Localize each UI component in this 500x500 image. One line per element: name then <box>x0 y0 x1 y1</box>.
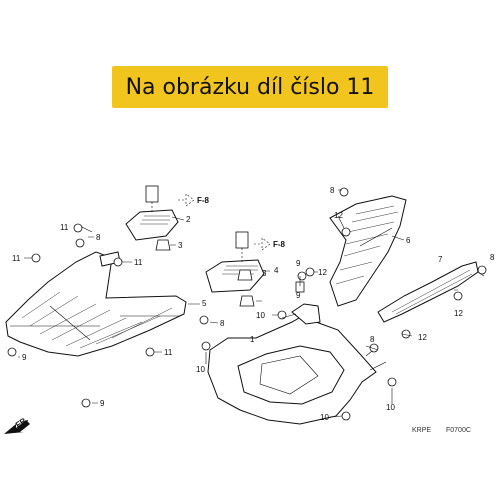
front-arrow: FR. <box>4 415 30 434</box>
callout-12-top: 12 <box>334 211 343 220</box>
callout-10-left: 10 <box>196 365 205 374</box>
callout-3-upper: 3 <box>178 241 183 250</box>
callout-8-right: 8 <box>490 253 495 262</box>
callout-11-bottom: 11 <box>164 348 173 357</box>
callout-5: 5 <box>202 299 207 308</box>
callout-8-center: 8 <box>220 319 225 328</box>
bracket-part-4 <box>205 231 265 293</box>
callout-2: 2 <box>186 215 191 224</box>
callout-10-bottom: 10 <box>320 413 329 422</box>
under-cover-part-1 <box>207 303 387 425</box>
side-strip-part-7 <box>377 261 479 323</box>
reference-f8-lower: F-8 <box>254 237 286 251</box>
side-cover-part-6 <box>329 195 407 307</box>
callout-9-bottom: 9 <box>100 399 105 408</box>
callouts: 1 2 3 3 4 5 6 7 8 8 8 8 8 9 9 9 9 10 10 … <box>12 186 495 422</box>
bracket-part-2 <box>125 185 179 241</box>
callout-8-lower-right: 8 <box>370 335 375 344</box>
callout-9-left: 9 <box>22 353 27 362</box>
callout-9-center-low: 9 <box>296 291 301 300</box>
callout-12-lower: 12 <box>418 333 427 342</box>
callout-11-top: 11 <box>60 223 69 232</box>
banner-text: Na obrázku díl číslo 11 <box>125 74 375 100</box>
callout-10-right: 10 <box>386 403 395 412</box>
leader-lines <box>18 189 485 418</box>
callout-8-top: 8 <box>330 186 335 195</box>
callout-7: 7 <box>438 255 443 264</box>
callout-3-lower: 3 <box>262 269 267 278</box>
callout-12-mid: 12 <box>318 268 327 277</box>
callout-1: 1 <box>250 335 255 344</box>
callout-9-center: 9 <box>296 259 301 268</box>
callout-11-right: 11 <box>134 258 143 267</box>
ref-label-f8-lower: F-8 <box>273 240 286 249</box>
reference-f8-upper: F-8 <box>178 193 210 207</box>
code-left: KRPE <box>412 427 431 434</box>
code-right: F0700C <box>446 427 471 434</box>
callout-4: 4 <box>274 266 279 275</box>
callout-11-left: 11 <box>12 254 21 263</box>
ref-label-f8-upper: F-8 <box>197 196 210 205</box>
callout-10-center: 10 <box>256 311 265 320</box>
callout-12-right: 12 <box>454 309 463 318</box>
callout-6: 6 <box>406 236 411 245</box>
title-banner: Na obrázku díl číslo 11 <box>112 66 388 108</box>
floor-panel-part-5 <box>5 251 187 357</box>
front-label: FR. <box>14 415 30 430</box>
callout-8-left: 8 <box>96 233 101 242</box>
